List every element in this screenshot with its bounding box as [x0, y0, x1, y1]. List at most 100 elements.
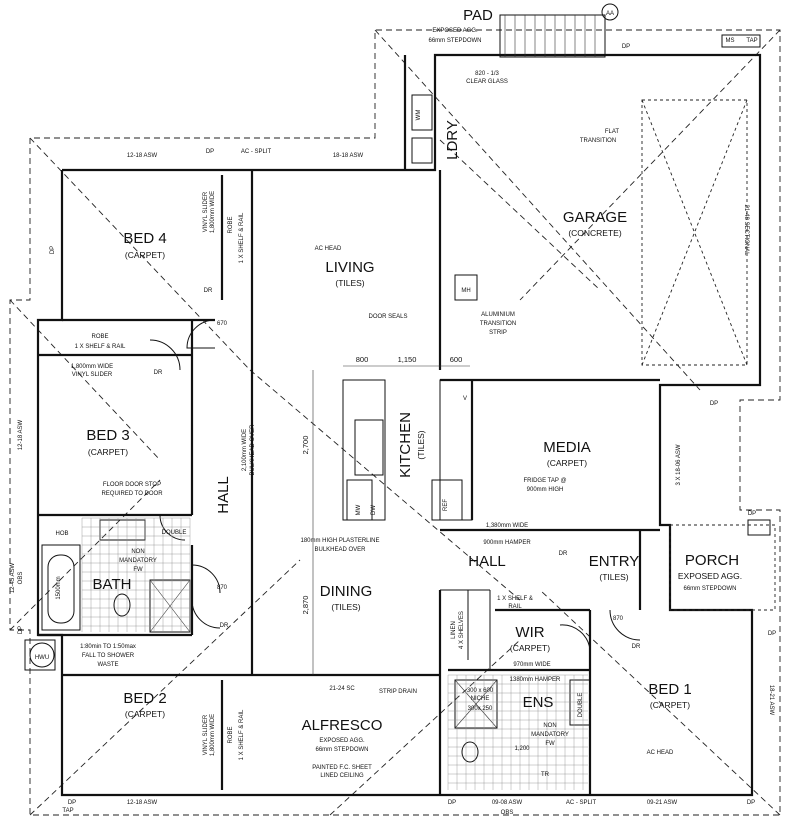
media-label: MEDIA [543, 439, 591, 456]
bed4-finish: (CARPET) [125, 250, 165, 260]
window-bath-obs: OBS [18, 572, 24, 585]
ens-towel-rail: TR [541, 772, 550, 778]
linen-label: LINEN [451, 621, 457, 639]
wir-width: 970mm WIDE [513, 662, 550, 668]
dp-5: DP [448, 800, 456, 806]
dr-bed3: DR [154, 370, 163, 376]
pad-step: 66mm STEPDOWN [428, 38, 481, 44]
linen-shelves: 4 X SHELVES [459, 611, 465, 649]
bath-nonmand-2: MANDATORY [119, 558, 157, 564]
dr-hall: DR [559, 551, 568, 557]
manhole-label: MH [461, 288, 470, 294]
strip-drain: STRIP DRAIN [379, 689, 417, 695]
dr-bed4: DR [204, 288, 213, 294]
wir-finish: (CARPET) [510, 643, 550, 653]
kitchen-label: KITCHEN [397, 412, 414, 478]
bath-nonmand-3: FW [133, 567, 143, 573]
laundry-label: LDRY [444, 120, 461, 160]
bed3-label: BED 3 [86, 427, 129, 444]
mw-label: MW [356, 504, 362, 515]
dp-9: DP [18, 626, 24, 634]
alfresco-dim: 21-24 SC [329, 686, 355, 692]
clear-glass-label: 820 - 1/3 [475, 71, 499, 77]
window-bed3-left: 12-18 ASW [18, 419, 24, 450]
wir-shelf-2: RAIL [508, 604, 522, 610]
bed1-label: BED 1 [648, 681, 691, 698]
garage-finish: (CONCRETE) [568, 228, 622, 238]
ens-niche-1: 300 x 600 [467, 688, 494, 694]
garage-label: GARAGE [563, 209, 627, 226]
aa-label: AA [606, 11, 614, 17]
window-bath-left: 12-45 ASW [10, 562, 16, 593]
dp-1: DP [622, 44, 630, 50]
porch-label: PORCH [685, 552, 739, 569]
bed4-vinyl-b: 1,800mm WIDE [210, 191, 216, 233]
alfresco-ceiling-2: LINED CEILING [320, 773, 364, 779]
bed4-vinyl: VINYL SLIDER [203, 191, 209, 232]
ac-head-bed1: AC HEAD [647, 750, 674, 756]
ens-niche-2: NICHE [471, 696, 490, 702]
bed2-label: BED 2 [123, 690, 166, 707]
media-finish: (CARPET) [547, 458, 587, 468]
living-finish: (TILES) [335, 278, 364, 288]
bed2-vinyl-b: 1,800mm WIDE [210, 714, 216, 756]
porch-step: 66mm STEPDOWN [683, 586, 736, 592]
bed2-finish: (CARPET) [125, 709, 165, 719]
window-bed4-top: 12-18 ASW [127, 153, 158, 159]
wir-shelf-1: 1 X SHELF & [497, 596, 533, 602]
aluminium-label-2: TRANSITION [480, 321, 516, 327]
dp-4: DP [748, 511, 756, 517]
porch-finish: EXPOSED AGG. [678, 571, 742, 581]
dp-10: DP [768, 631, 776, 637]
kitchen-finish: (TILES) [416, 430, 426, 459]
ac-head-living: AC HEAD [315, 246, 342, 252]
flat-transition-label: FLAT [605, 129, 620, 135]
bed3-finish: (CARPET) [88, 447, 128, 457]
shower-fall-1: 1:80min TO 1:50max [80, 644, 136, 650]
ens-nonmand-2: MANDATORY [531, 732, 569, 738]
bed2-vinyl: VINYL SLIDER [203, 714, 209, 755]
window-living-top: 18-18 ASW [333, 153, 364, 159]
bed3-robe-shelf: 1 X SHELF & RAIL [75, 344, 126, 350]
bath-double: DOUBLE [162, 530, 187, 536]
dim-2700: 2,700 [301, 436, 310, 455]
ac-split-top: AC - SPLIT [241, 149, 272, 155]
dim-600: 600 [450, 355, 463, 364]
window-ens-obs: OBS [501, 810, 514, 816]
ac-split-bottom: AC - SPLIT [566, 800, 597, 806]
pad-finish: EXPOSED AGG. [432, 28, 478, 34]
ens-nonmand-1: NON [543, 723, 556, 729]
bed4-robe-shelf: 1 X SHELF & RAIL [239, 212, 245, 263]
ensuite-label: ENS [523, 694, 554, 711]
bed1-window: 18-21 ASW [768, 685, 774, 716]
dim-1150: 1,150 [398, 355, 417, 364]
fridge-tap-1: FRIDGE TAP @ [523, 478, 566, 484]
dim-2870: 2,870 [301, 596, 310, 615]
bed1-finish: (CARPET) [650, 700, 690, 710]
plaster-1: 180mm HIGH PLASTERLINE [300, 538, 379, 544]
bed2-robe-shelf: 1 X SHELF & RAIL [239, 709, 245, 760]
flat-transition-label-2: TRANSITION [580, 138, 616, 144]
dr-bed2: DR [220, 623, 229, 629]
alfresco-finish: EXPOSED AGG. [319, 738, 365, 744]
window-bed1-bottom: 09-21 ASW [647, 800, 678, 806]
tap-label-bottom: TAP [62, 808, 73, 814]
media-window: 3 X 18-06 ASW [676, 444, 682, 485]
sectional-label: 21-48 SECTIONAL [743, 204, 749, 256]
dr-bed1: DR [632, 644, 641, 650]
bath-length: 1500mm [56, 576, 62, 599]
ens-niche-3: 300x 250 [468, 706, 493, 712]
hamper-2: 900mm HAMPER [483, 540, 531, 546]
entry-finish: (TILES) [599, 572, 628, 582]
living-label: LIVING [325, 259, 374, 276]
dp-3: DP [710, 401, 718, 407]
plaster-2: BULKHEAD OVER [314, 547, 366, 553]
dw-label: DW [371, 505, 377, 515]
meter-box-label: MS [726, 38, 735, 44]
bath-nonmand-1: NON [131, 549, 144, 555]
window-bed2-bottom: 12-18 ASW [127, 800, 158, 806]
floor-stop-1: FLOOR DOOR STOP [103, 482, 161, 488]
aluminium-label-1: ALUMINIUM [481, 312, 515, 318]
wir-label: WIR [515, 624, 544, 641]
